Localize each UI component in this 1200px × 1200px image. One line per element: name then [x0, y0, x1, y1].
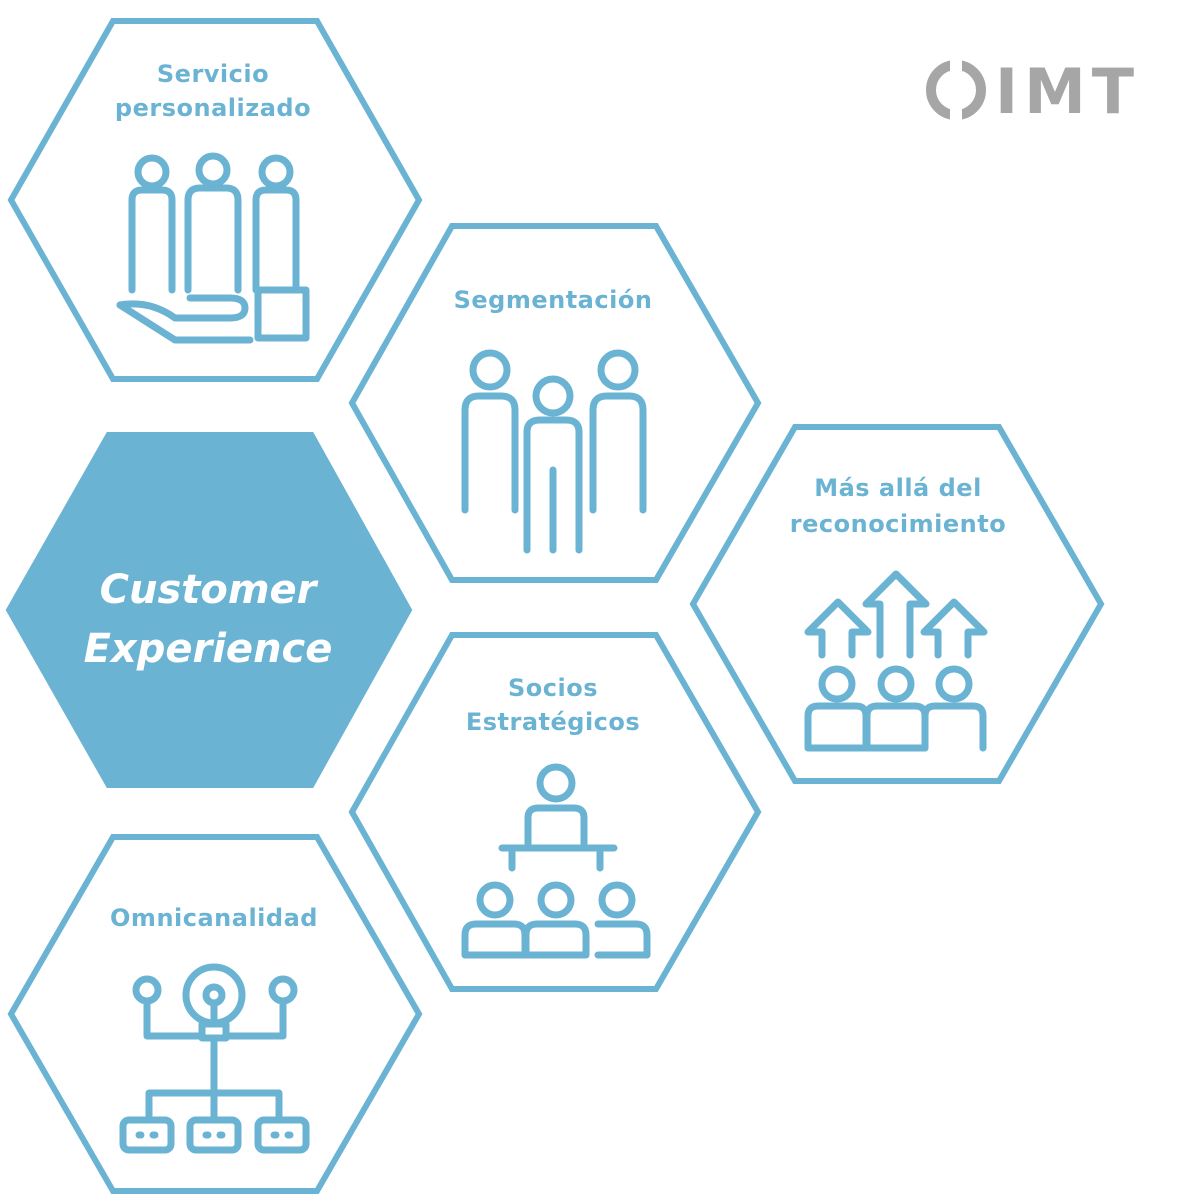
lightbulb-network-icon	[119, 963, 310, 1154]
people-growth-arrows-icon	[804, 570, 988, 752]
meeting-table-icon	[461, 763, 651, 959]
imt-logo: IMT	[926, 55, 1140, 128]
people-hand-icon	[116, 152, 310, 344]
hex-outline	[689, 424, 1105, 784]
hex-outline	[7, 18, 423, 382]
hex-outline	[348, 223, 762, 583]
people-group-icon	[461, 349, 647, 554]
hex-outline	[348, 632, 762, 992]
hex-servicio-personalizado: Servicio personalizado	[7, 18, 423, 382]
center-hex-shape	[5, 432, 413, 788]
hex-mas-alla-del-reconocimiento: Más allá del reconocimiento	[689, 424, 1105, 784]
center-label-line1: Customer	[100, 567, 319, 613]
imt-logo-text: IMT	[995, 55, 1140, 128]
hex-label-line2: Estratégicos	[466, 708, 640, 736]
hex-label-line1: Segmentación	[454, 286, 653, 314]
hex-label-line2: personalizado	[115, 94, 311, 122]
imt-logo-mark-icon	[926, 56, 986, 124]
hex-segmentacion: Segmentación	[348, 223, 762, 583]
center-label-line2: Experience	[84, 626, 333, 672]
hex-label-line1: Omnicanalidad	[110, 904, 318, 932]
hex-label-line1: Socios	[508, 674, 598, 702]
hex-omnicanalidad: Omnicanalidad	[7, 834, 423, 1194]
center-hex-customer-experience: Customer Experience	[5, 432, 413, 788]
hex-label-line1: Servicio	[157, 60, 269, 88]
hex-socios-estrategicos: Socios Estratégicos	[348, 632, 762, 992]
hex-label-line2: reconocimiento	[790, 510, 1006, 538]
hex-label-line1: Más allá del	[814, 474, 982, 502]
